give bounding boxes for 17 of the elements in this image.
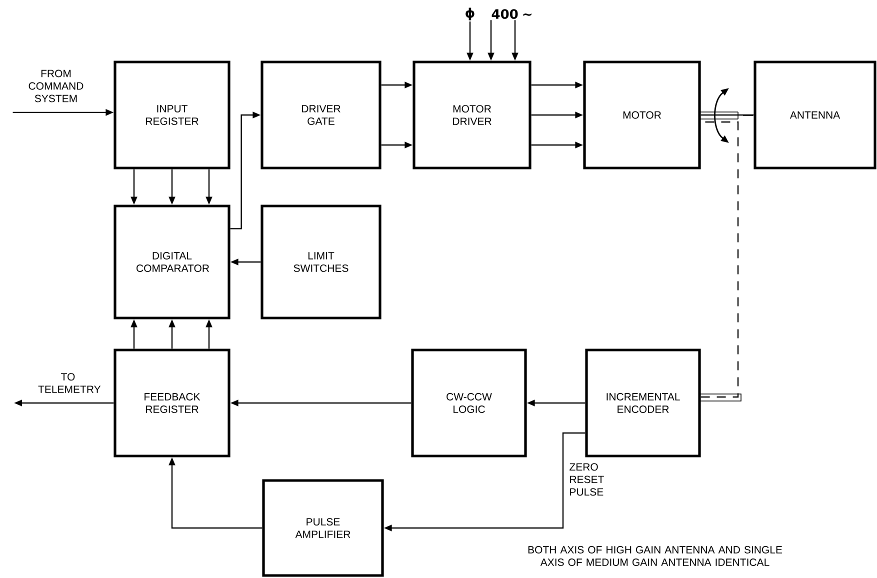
- process-box: PULSE AMPLIFIER: [262, 479, 384, 577]
- signal-label: FROM COMMAND SYSTEM: [28, 70, 84, 102]
- signal-label: 400 ~: [492, 9, 532, 19]
- process-box: MOTOR: [583, 60, 701, 170]
- signal-label: TO TELEMETRY: [38, 373, 101, 393]
- note-text: BOTH AXIS OF HIGH GAIN ANTENNA AND SINGLE AXIS OF MEDIUM GAIN ANTENNA IDENTICAL: [528, 546, 782, 566]
- process-box: DIGITAL COMPARATOR: [114, 204, 230, 320]
- process-box: INPUT REGISTER: [114, 60, 230, 170]
- process-box: CW-CCW LOGIC: [411, 348, 527, 458]
- edge-label: ZERO RESET PULSE: [568, 462, 610, 497]
- process-box: MOTOR DRIVER: [412, 60, 532, 170]
- process-box: FEEDBACK REGISTER: [114, 348, 230, 458]
- process-box: LIMIT SWITCHES: [260, 204, 382, 320]
- signal-label: ϕ: [466, 8, 474, 20]
- process-box: INCREMENTAL ENCODER: [585, 348, 701, 458]
- process-box: DRIVER GATE: [260, 60, 382, 170]
- process-box: ANTENNA: [754, 60, 876, 170]
